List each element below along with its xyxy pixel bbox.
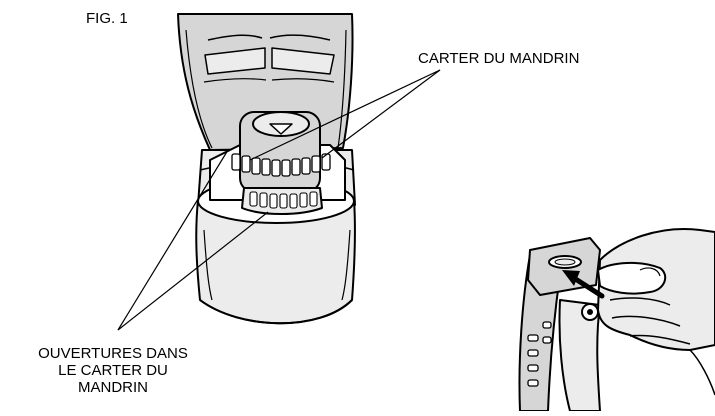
leader-ouv-1: [117, 149, 229, 331]
leader-lines: [117, 69, 441, 331]
leader-carter-1: [249, 69, 441, 161]
chuck-gear-illustration: [209, 111, 346, 215]
openings-callout-line-1: OUVERTURES DANS: [38, 345, 188, 362]
openings-callout-line-2: LE CARTER DU: [58, 362, 168, 379]
chuck-housing-callout: CARTER DU MANDRIN: [418, 50, 580, 67]
leader-carter-2: [321, 69, 441, 159]
openings-callout: OUVERTURES DANS LE CARTER DU MANDRIN: [0, 345, 226, 396]
openings-callout-line-3: MANDRIN: [78, 379, 148, 396]
figure-number-label: FIG. 1: [86, 10, 128, 27]
insert-arrow-icon: [562, 270, 605, 299]
chuck-key-in-hand-illustration: [518, 228, 715, 412]
leader-ouv-2: [117, 211, 269, 331]
